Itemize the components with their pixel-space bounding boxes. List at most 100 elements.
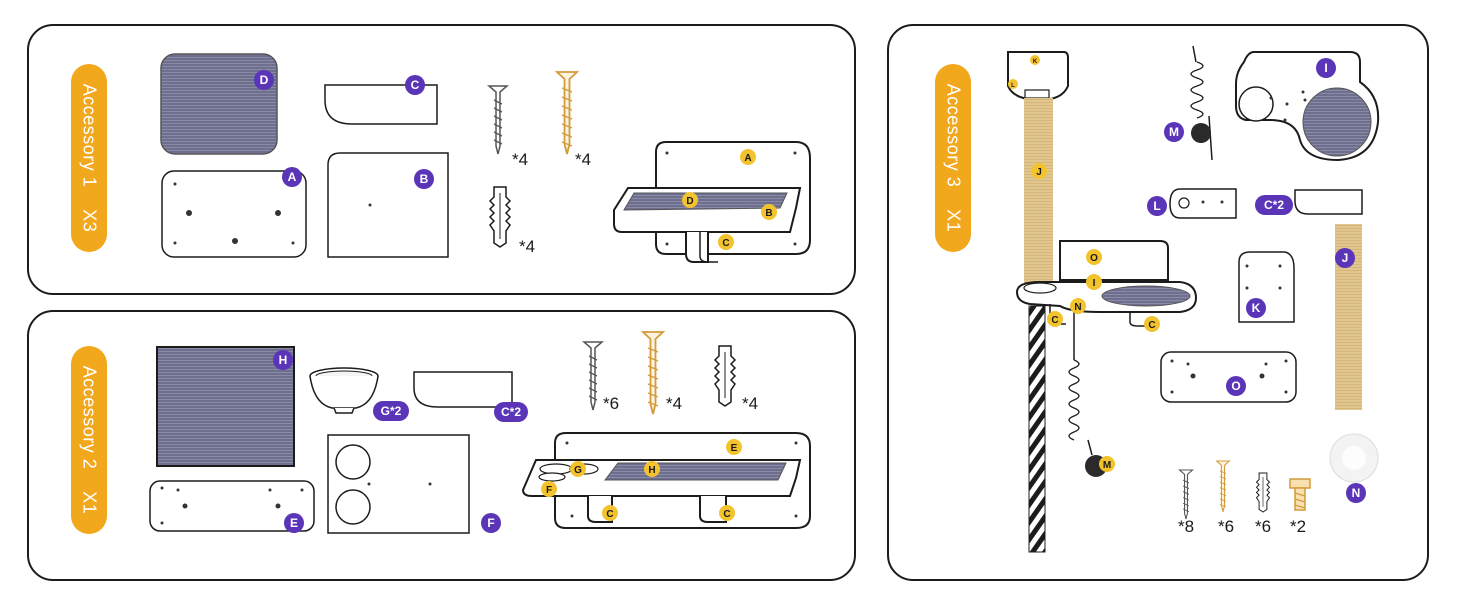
label-a2: A — [744, 153, 751, 164]
label-o: O — [1090, 253, 1098, 264]
label-c: C — [411, 78, 420, 92]
label-o2: O — [1231, 379, 1240, 393]
label-f-badge — [481, 513, 501, 533]
label-n: N — [1074, 302, 1081, 313]
rope-post — [1028, 305, 1046, 553]
label-i: I — [1093, 278, 1096, 289]
label-a: A — [288, 170, 297, 184]
accessory-2-pill: Accessory 2X1 — [71, 346, 107, 534]
screw-gold-acc3 — [1216, 460, 1230, 513]
label-d-badge — [254, 70, 274, 90]
label-b: B — [420, 172, 429, 186]
label-c3-badge — [602, 505, 618, 521]
label-k-small: K — [1033, 59, 1038, 65]
label-f: F — [487, 516, 494, 530]
board-a — [161, 170, 307, 258]
label-c2-pill — [494, 402, 528, 422]
bowl-g — [309, 367, 379, 414]
label-c5-badge — [1047, 311, 1063, 327]
label-j-badge — [1031, 163, 1047, 179]
label-b2-badge — [761, 204, 777, 220]
bracket-c-acc2 — [413, 371, 513, 408]
label-m2: M — [1169, 125, 1179, 139]
screw-gray — [488, 85, 508, 155]
label-g3: G — [574, 465, 582, 476]
label-c3: C — [606, 509, 613, 520]
label-f2: F — [546, 485, 552, 496]
assembled-shelf-1 — [613, 141, 811, 263]
qty-screw-gold-acc3: *6 — [1218, 517, 1234, 536]
qty-screw-gray-acc2: *6 — [603, 394, 619, 413]
label-c2-badge — [718, 234, 734, 250]
label-c6: C — [1148, 320, 1155, 331]
qty-anchor-acc3: *6 — [1255, 517, 1271, 536]
bolt-acc3 — [1289, 478, 1311, 511]
qty-anchor-acc2: *4 — [742, 394, 758, 413]
label-e2-badge — [726, 439, 742, 455]
label-o-badge — [1086, 249, 1102, 265]
anchor-acc3 — [1256, 472, 1270, 513]
label-a2-badge — [740, 149, 756, 165]
accessory-3-pill: Accessory 3X1 — [935, 64, 971, 252]
wall-anchor — [489, 186, 511, 248]
label-c5: C — [1051, 315, 1058, 326]
board-e — [149, 480, 315, 532]
label-c4-badge — [719, 505, 735, 521]
label-c4: C — [723, 509, 730, 520]
label-m-badge — [1099, 456, 1115, 472]
label-m: M — [1103, 460, 1111, 471]
qty-screw-gold: *4 — [575, 150, 591, 169]
sisal-post — [1024, 98, 1053, 283]
label-h: H — [279, 353, 288, 367]
spring-toy-m — [1190, 45, 1213, 161]
label-g2-pill — [373, 401, 409, 421]
anchor-acc2 — [714, 345, 736, 407]
bracket-label: C*2 — [501, 405, 521, 419]
bracket-label-acc3: C*2 — [1264, 198, 1284, 212]
label-c-badge — [405, 75, 425, 95]
label-c6-badge — [1144, 316, 1160, 332]
label-n-badge — [1070, 298, 1086, 314]
qty-bolt-acc3: *2 — [1290, 517, 1306, 536]
label-d: D — [260, 73, 269, 87]
bracket-c — [324, 84, 438, 125]
label-e2: E — [731, 443, 738, 454]
board-o — [1160, 351, 1297, 403]
mat-h — [156, 346, 295, 467]
accessory-1-pill: Accessory 1X3 — [71, 64, 107, 252]
label-g3-badge — [570, 461, 586, 477]
mat-d — [160, 53, 278, 155]
board-b — [327, 152, 449, 258]
screw-gray-acc2 — [583, 341, 603, 411]
label-l: L — [1153, 199, 1160, 213]
qty-screw-gray-acc3: *8 — [1178, 517, 1194, 536]
screw-gold — [556, 71, 578, 155]
assembled-tower — [1007, 51, 1198, 553]
label-k: K — [1252, 301, 1261, 315]
label-e: E — [290, 516, 298, 530]
label-a-badge — [282, 167, 302, 187]
label-j: J — [1036, 167, 1042, 178]
qty-screw-gray: *4 — [512, 150, 528, 169]
label-i-badge — [1086, 274, 1102, 290]
label-d2: D — [686, 196, 693, 207]
label-h2: H — [648, 465, 655, 476]
label-c7-pill — [1255, 195, 1293, 215]
label-b-badge — [414, 169, 434, 189]
label-e-badge — [284, 513, 304, 533]
label-j2: J — [1342, 251, 1349, 265]
screw-gray-acc3 — [1178, 469, 1194, 520]
screw-gold-acc2 — [642, 331, 664, 415]
label-i2: I — [1324, 61, 1327, 75]
assembled-shelf-2 — [521, 432, 811, 529]
label-b2: B — [765, 208, 772, 219]
label-d2-badge — [682, 192, 698, 208]
qty-screw-gold-acc2: *4 — [666, 394, 682, 413]
label-c2: C — [722, 238, 729, 249]
label-l-small: L — [1011, 83, 1015, 89]
bowl-label: G*2 — [381, 404, 402, 418]
platform-i — [1235, 51, 1380, 162]
label-h-badge — [273, 350, 293, 370]
label-n2: N — [1352, 486, 1361, 500]
